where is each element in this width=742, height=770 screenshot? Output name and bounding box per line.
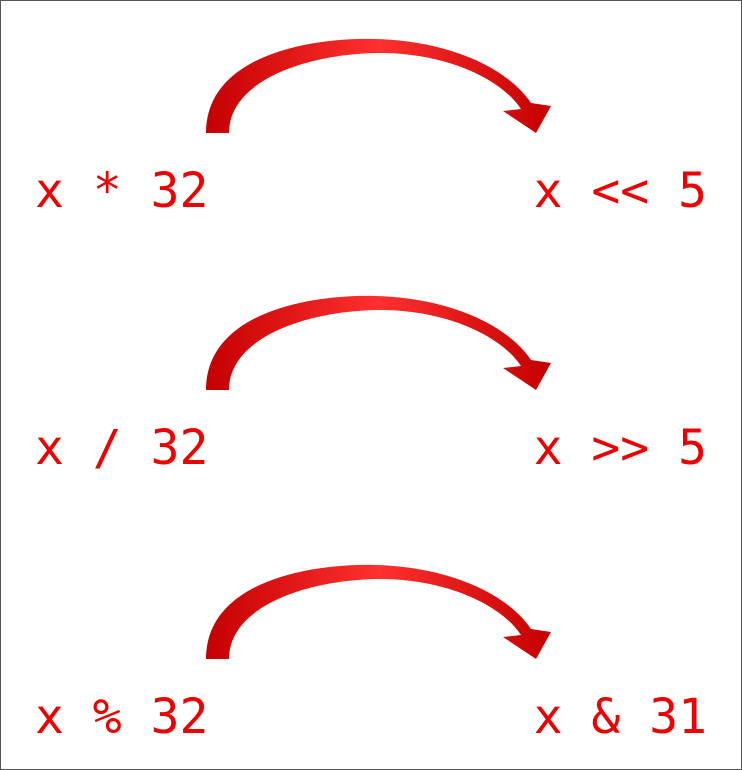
- original-expression: x / 32: [35, 420, 209, 476]
- original-expression: x * 32: [35, 163, 209, 219]
- optimized-expression: x >> 5: [533, 420, 707, 476]
- original-expression: x % 32: [35, 689, 209, 745]
- curved-arrow-right-icon: [206, 564, 551, 659]
- optimized-expression: x << 5: [533, 163, 707, 219]
- optimized-expression: x & 31: [533, 689, 707, 745]
- curved-arrow-right-icon: [206, 38, 551, 133]
- curved-arrow-right-icon: [206, 295, 551, 390]
